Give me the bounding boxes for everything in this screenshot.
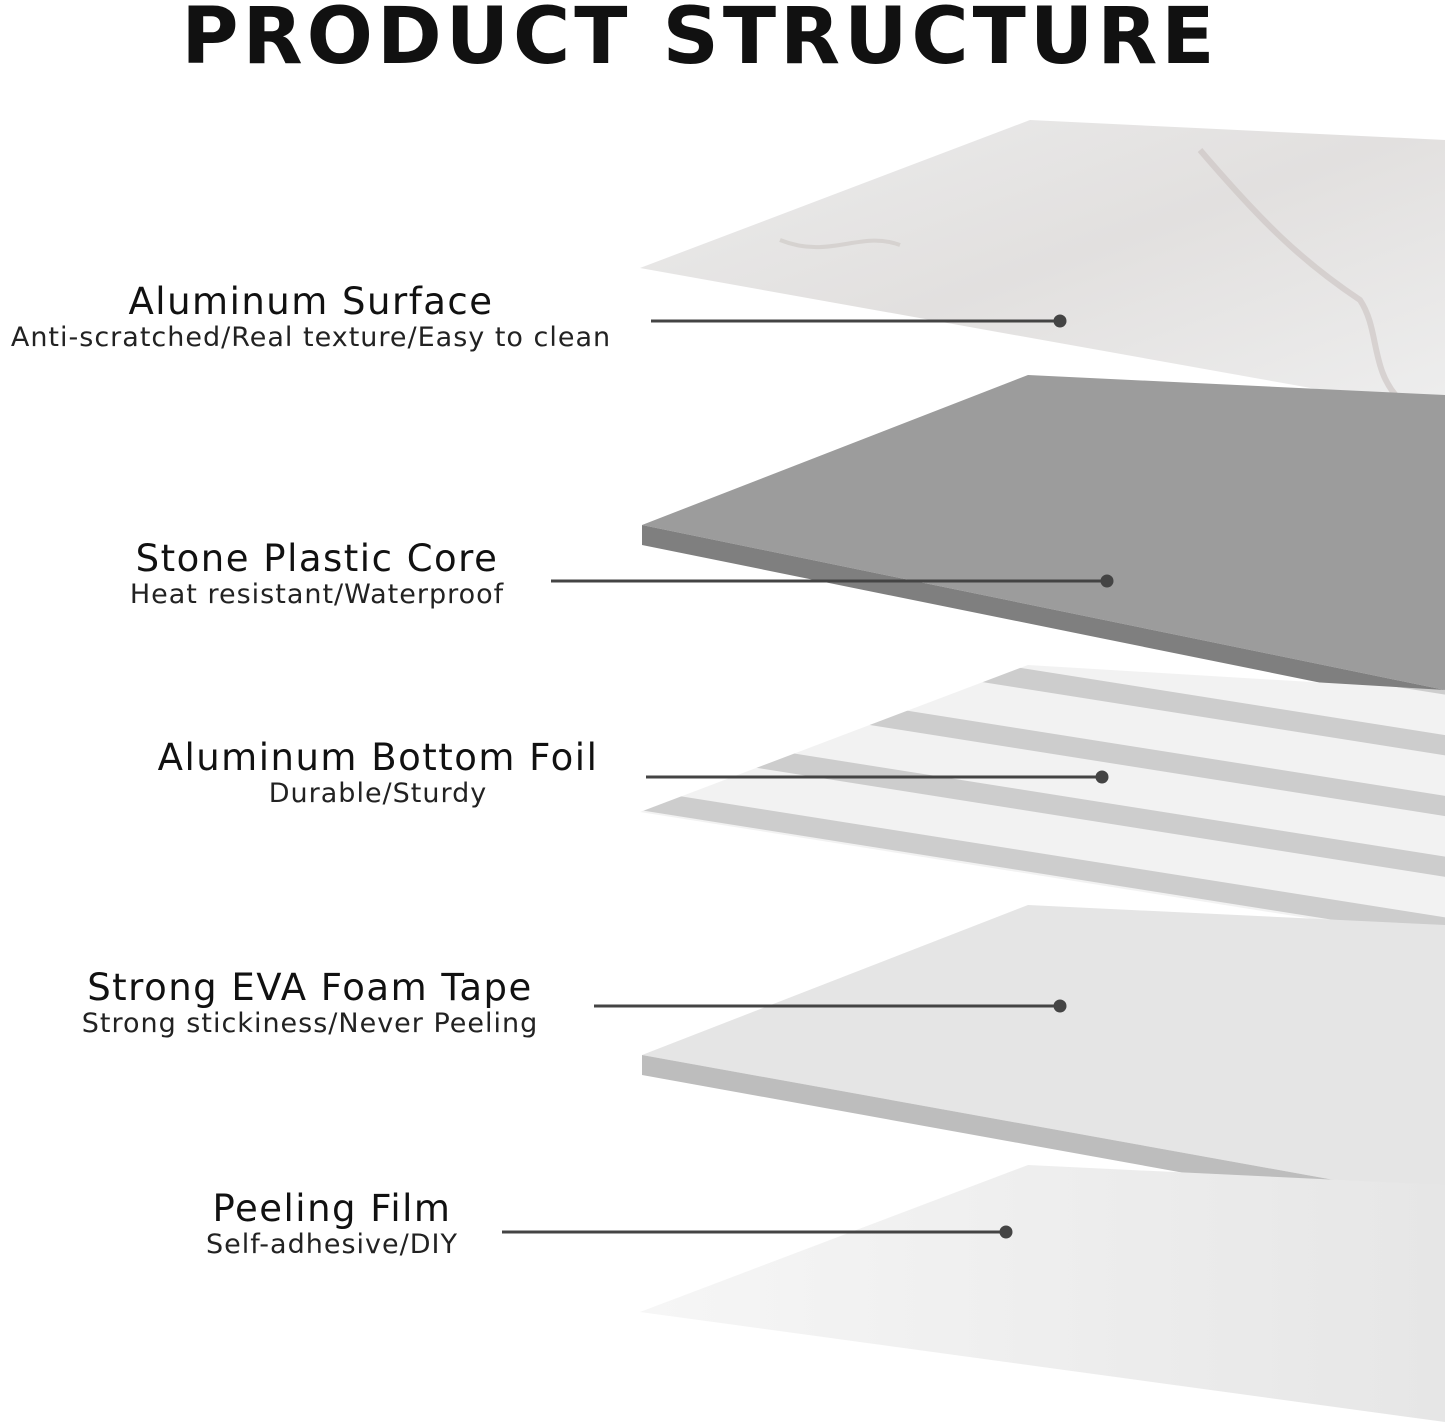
- layer-eva-foam-tape: [642, 905, 1445, 1200]
- label-aluminum-bottom-foil: Aluminum Bottom Foil Durable/Sturdy: [140, 738, 616, 810]
- marble-vein: [779, 238, 901, 250]
- page-title: PRODUCT STRUCTURE: [181, 0, 1219, 82]
- leader-dot: [1100, 574, 1114, 588]
- marble-vein: [1197, 148, 1403, 403]
- layer-stone-plastic-core: [642, 375, 1445, 690]
- layer-name: Aluminum Surface: [128, 280, 494, 323]
- layer-name: Peeling Film: [212, 1187, 452, 1230]
- leader-dot: [1053, 999, 1067, 1013]
- layer-peeling-film: [640, 1165, 1445, 1422]
- layer-name: Stone Plastic Core: [135, 537, 499, 580]
- layer-name: Strong EVA Foam Tape: [87, 966, 533, 1009]
- layer-desc: Heat resistant/Waterproof: [129, 579, 505, 610]
- leader-dot: [1053, 314, 1067, 328]
- layer-name: Aluminum Bottom Foil: [157, 736, 599, 779]
- label-stone-plastic-core: Stone Plastic Core Heat resistant/Waterp…: [100, 539, 534, 611]
- layer-stone-plastic-core-edge: [642, 525, 1445, 708]
- layer-desc: Durable/Sturdy: [268, 778, 488, 809]
- leader-dot: [1095, 770, 1109, 784]
- layer-desc: Anti-scratched/Real texture/Easy to clea…: [10, 322, 612, 353]
- layer-aluminum-bottom-foil: [640, 665, 1445, 940]
- label-peeling-film: Peeling Film Self-adhesive/DIY: [180, 1189, 484, 1261]
- layer-aluminum-surface: [640, 120, 1445, 412]
- leader-dot: [999, 1225, 1013, 1239]
- label-strong-eva-foam-tape: Strong EVA Foam Tape Strong stickiness/N…: [60, 968, 560, 1040]
- layer-desc: Self-adhesive/DIY: [206, 1229, 458, 1260]
- layer-desc: Strong stickiness/Never Peeling: [81, 1008, 539, 1039]
- label-aluminum-surface: Aluminum Surface Anti-scratched/Real tex…: [0, 282, 622, 354]
